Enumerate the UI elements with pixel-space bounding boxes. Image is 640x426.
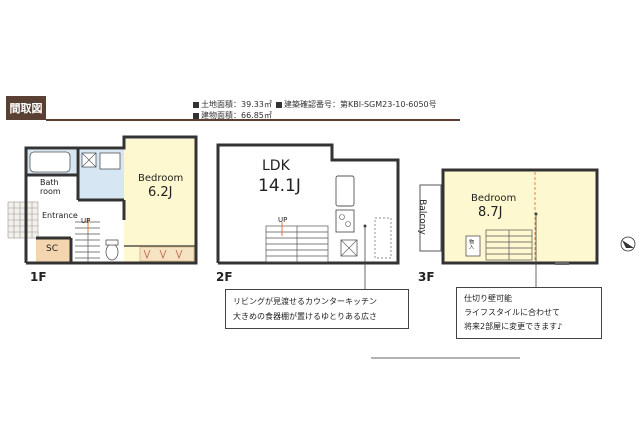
up-label-1f: UP (81, 217, 91, 225)
bathtub (29, 151, 71, 173)
balcony-area (419, 184, 442, 252)
sc-label: SC (46, 244, 58, 254)
kitchen-sink (335, 175, 355, 207)
kitchen-stove (335, 209, 355, 233)
partition-callout-line3: 将来2部屋に変更できます♪ (464, 322, 563, 331)
kitchen-callout-line1: リビングが見渡せるカウンターキッチン (233, 297, 377, 306)
sc-fill (36, 238, 71, 263)
floor-3-label: 3F (418, 270, 435, 284)
floor-2-plan (216, 143, 400, 290)
permit-text: 建築確認番号：第KBI-SGM23-10-6050号 (284, 100, 437, 109)
land-area-info: 土地面積：39.33㎡ (193, 99, 272, 110)
storage-label: 物入 (468, 239, 474, 249)
wash-basin (99, 152, 121, 170)
floor-plan-tag: 間取図 (6, 96, 46, 120)
land-area-text: 土地面積：39.33㎡ (201, 100, 272, 109)
up-label-2f: UP (278, 216, 288, 224)
stairs-3f (485, 229, 533, 261)
permit-info: 建築確認番号：第KBI-SGM23-10-6050号 (276, 99, 437, 110)
floor-1-plan (7, 135, 198, 265)
north-compass-icon (620, 236, 636, 252)
bullet-square-icon (276, 101, 282, 108)
bedroom-1f-fill (124, 139, 196, 263)
bath-label: Bath (40, 178, 59, 187)
ldk-size: 14.1J (258, 176, 301, 196)
entrance-tiles (7, 201, 39, 239)
storage-closet (465, 235, 481, 257)
stairs-2f (265, 225, 329, 263)
balcony-label: Balcony (416, 199, 427, 235)
floor-2-label: 2F (216, 270, 233, 284)
kitchen-callout-line2: 大きめの食器棚が置けるゆとりある広さ (233, 312, 377, 321)
kitchen-callout: リビングが見渡せるカウンターキッチン 大きめの食器棚が置けるゆとりある広さ (225, 289, 409, 329)
ldk-label: LDK (262, 158, 290, 174)
partition-callout-line1: 仕切り壁可能 (464, 294, 512, 303)
stairs-1f (75, 221, 100, 262)
entrance-label: Entrance (42, 211, 78, 220)
floor-1-label: 1F (30, 270, 47, 284)
building-area-text: 建物面積：66.85㎡ (201, 111, 272, 120)
bedroom-1f-size: 6.2J (148, 185, 173, 200)
bedroom-1f-label: Bedroom (138, 173, 184, 184)
floor-3-plan (419, 168, 599, 288)
bullet-square-icon (193, 101, 199, 108)
cupboard-space (374, 217, 392, 259)
bedroom-3f-size: 8.7J (478, 205, 503, 220)
building-area-info: 建物面積：66.85㎡ (193, 110, 272, 121)
partition-callout: 仕切り壁可能 ライフスタイルに合わせて 将来2部屋に変更できます♪ (456, 287, 602, 339)
bedroom-3f-label: Bedroom (471, 193, 517, 204)
bullet-square-icon (193, 112, 199, 119)
toilet (105, 243, 119, 261)
header-rule (46, 119, 460, 121)
bath-label-2: room (40, 187, 61, 196)
partition-callout-line2: ライフスタイルに合わせて (464, 308, 560, 317)
